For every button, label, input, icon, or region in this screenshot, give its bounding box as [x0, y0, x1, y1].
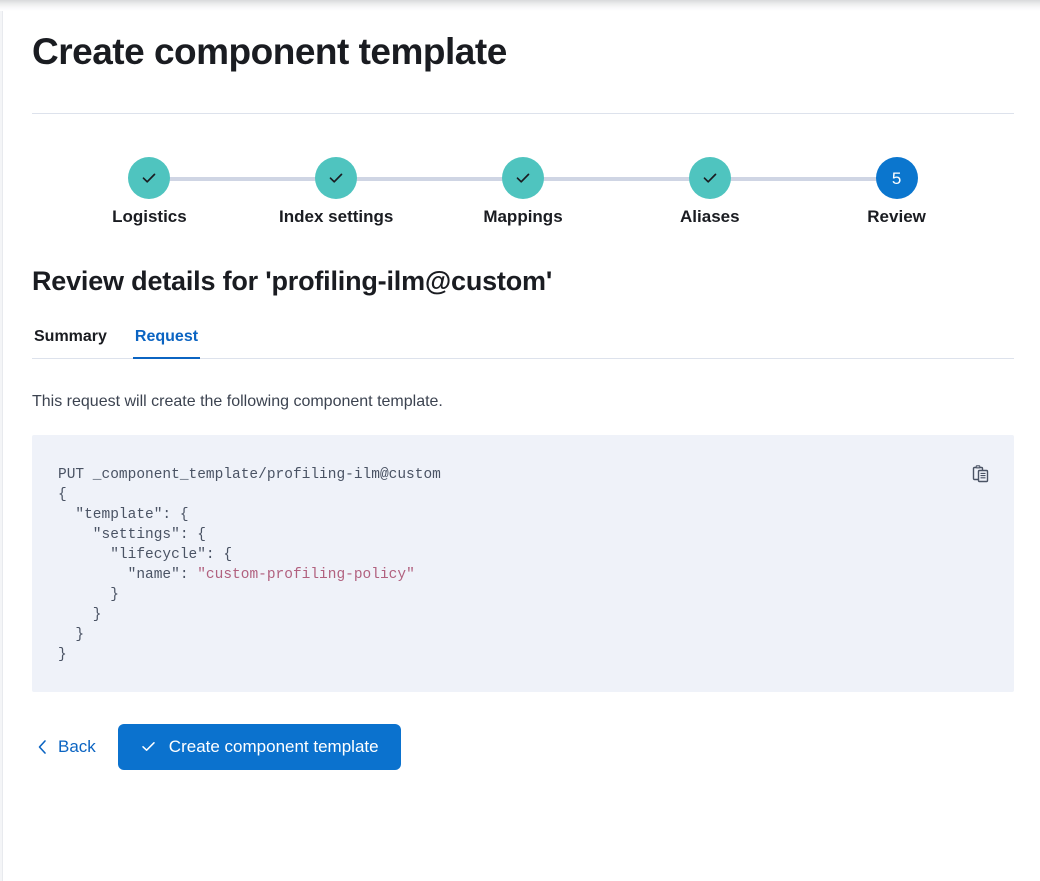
header-divider — [32, 113, 1014, 115]
review-tabs: Summary Request — [32, 325, 1014, 360]
wizard-actions: Back Create component template — [32, 723, 1014, 770]
step-number: 5 — [891, 168, 902, 188]
chevron-left-icon — [36, 739, 49, 755]
review-heading: Review details for 'profiling-ilm@custom… — [32, 266, 553, 297]
step-label: Review — [867, 207, 926, 227]
step-circle — [501, 157, 544, 200]
step-label: Aliases — [680, 207, 740, 227]
page-left-rail — [0, 0, 3, 881]
copy-icon[interactable] — [968, 461, 994, 487]
step-connector-right — [709, 177, 804, 182]
step-connector-right — [522, 177, 617, 182]
step-connector-right — [149, 177, 243, 182]
create-component-template-button[interactable]: Create component template — [117, 723, 401, 770]
create-component-template-label: Create component template — [168, 736, 379, 756]
step-circle — [688, 157, 731, 200]
step-mappings[interactable]: Mappings — [429, 157, 617, 227]
request-code-text: PUT _component_template/profiling-ilm@cu… — [58, 466, 441, 663]
step-label: Mappings — [483, 207, 563, 227]
check-icon — [516, 173, 530, 184]
step-circle — [315, 157, 358, 200]
check-icon — [143, 173, 156, 184]
step-circle — [128, 157, 171, 200]
back-button[interactable]: Back — [32, 731, 100, 763]
step-circle: 5 — [875, 157, 918, 200]
step-connector-right — [336, 177, 430, 182]
step-connector-left — [803, 177, 897, 182]
step-index-settings[interactable]: Index settings — [242, 157, 430, 227]
page-title: Create component template — [32, 31, 507, 72]
check-icon — [703, 173, 717, 184]
step-label: Index settings — [279, 207, 394, 227]
request-description: This request will create the following c… — [32, 393, 443, 411]
check-icon — [329, 173, 343, 184]
step-aliases[interactable]: Aliases — [616, 157, 804, 227]
request-code-panel: PUT _component_template/profiling-ilm@cu… — [32, 434, 1014, 692]
check-icon — [140, 738, 157, 755]
tab-summary[interactable]: Summary — [32, 325, 109, 358]
step-connector-left — [616, 177, 710, 182]
back-button-label: Back — [58, 736, 96, 756]
step-logistics[interactable]: Logistics — [56, 157, 243, 227]
step-label: Logistics — [112, 207, 187, 227]
step-connector-left — [242, 177, 337, 182]
step-connector-left — [429, 177, 523, 182]
tab-request[interactable]: Request — [132, 325, 201, 360]
page-content: Create component template Logistics Index… — [32, 31, 1014, 770]
